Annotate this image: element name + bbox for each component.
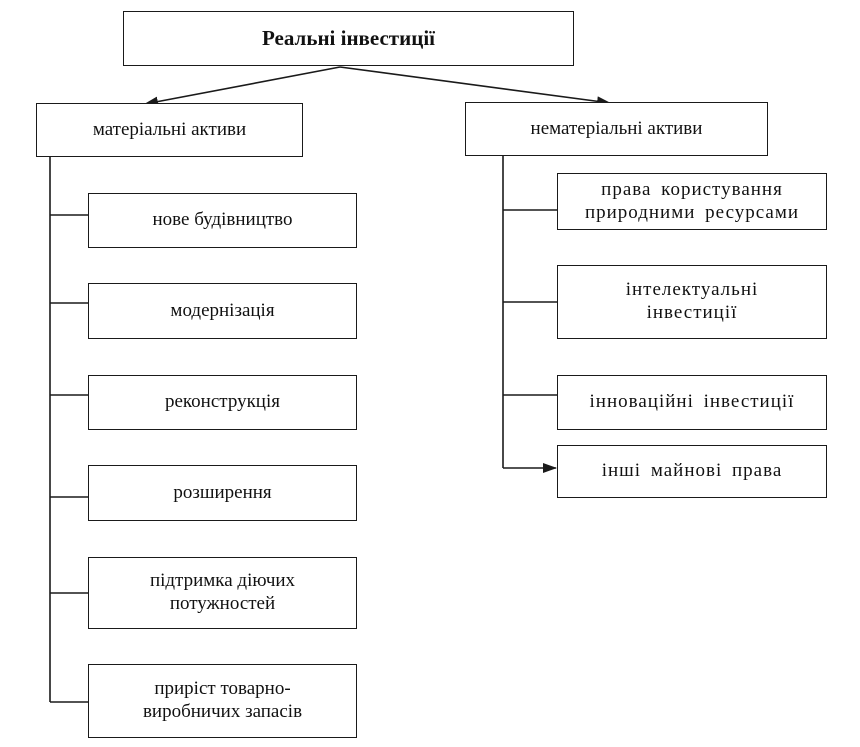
- arrow-to-left: [144, 66, 341, 107]
- left-item-3-line1: реконструкція: [164, 391, 280, 413]
- right-item-1-line2: природними ресурсами: [584, 201, 800, 223]
- left-item-4: розширення: [88, 465, 357, 521]
- left-item-1-line1: нове будівництво: [152, 209, 293, 231]
- left-item-1: нове будівництво: [88, 193, 357, 248]
- left-item-5-line1: підтримка діючих: [149, 570, 296, 592]
- arrow-to-right: [339, 66, 611, 107]
- right-item-2-line1: інтелектуальні: [625, 279, 759, 301]
- left-category-label: матеріальні активи: [92, 118, 247, 140]
- right-item-4-line1: інші майнові права: [601, 460, 783, 482]
- right-item-4: інші майнові права: [557, 445, 827, 498]
- left-item-6-line2: виробничих запасів: [142, 701, 303, 722]
- left-item-6-line1: приріст товарно-: [154, 678, 291, 700]
- left-item-2: модернізація: [88, 283, 357, 339]
- root-box: Реальні інвестиції: [123, 11, 574, 66]
- right-item-1: права користування природними ресурсами: [557, 173, 827, 230]
- right-category-label: нематеріальні активи: [530, 117, 703, 139]
- right-item-2-line2: інвестиції: [646, 302, 738, 323]
- left-item-3: реконструкція: [88, 375, 357, 430]
- left-category-box: матеріальні активи: [36, 103, 303, 157]
- left-item-2-line1: модернізація: [170, 299, 275, 321]
- right-item-3-line1: інноваційні інвестиції: [589, 391, 795, 413]
- left-item-4-line1: розширення: [173, 481, 272, 503]
- right-item-1-line1: права користування: [601, 178, 783, 200]
- right-category-box: нематеріальні активи: [465, 102, 768, 156]
- right-item-3: інноваційні інвестиції: [557, 375, 827, 430]
- left-item-6: приріст товарно- виробничих запасів: [88, 664, 357, 738]
- left-item-5-line2: потужностей: [169, 593, 276, 614]
- right-item-2: інтелектуальні інвестиції: [557, 265, 827, 339]
- left-item-5: підтримка діючих потужностей: [88, 557, 357, 629]
- root-label: Реальні інвестиції: [262, 25, 435, 50]
